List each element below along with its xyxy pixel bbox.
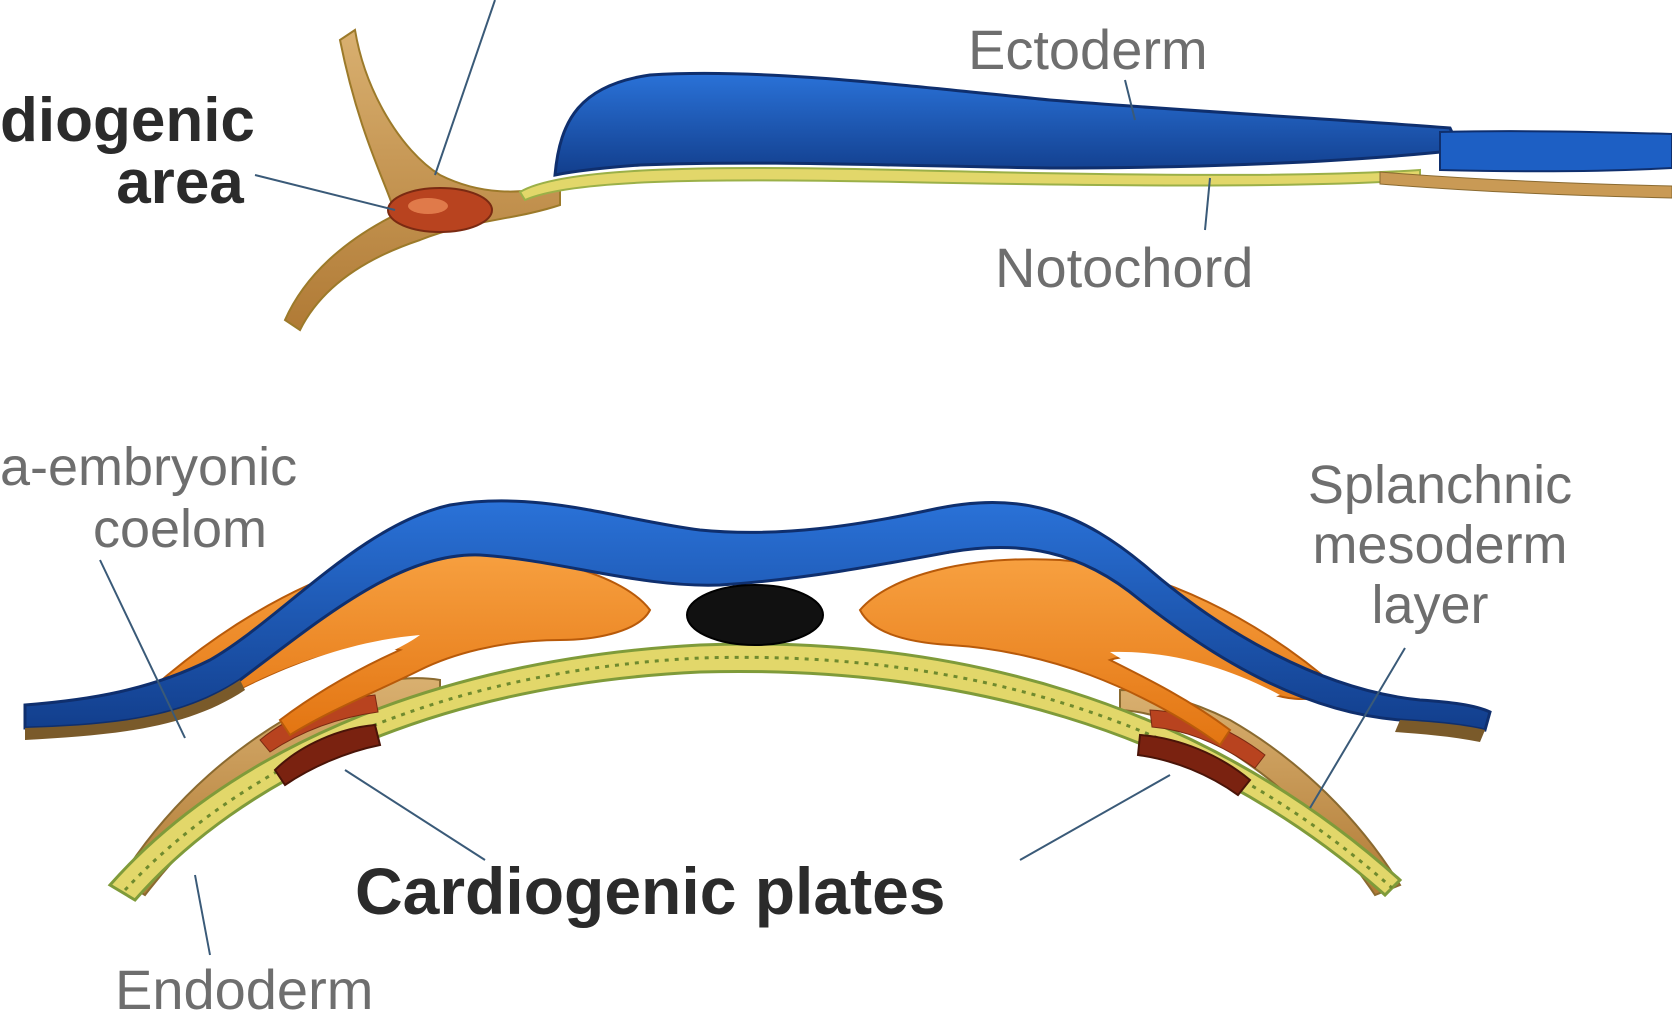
notochord-shape bbox=[687, 585, 823, 645]
top-mesoderm-tail bbox=[1380, 172, 1672, 198]
label-splanchnic-line1: Splanchnic bbox=[1220, 458, 1660, 512]
label-splanchnic-line2: mesoderm bbox=[1220, 518, 1660, 572]
top-ectoderm-tail bbox=[1440, 131, 1672, 171]
label-cardiogenic-area-line2: area bbox=[0, 152, 380, 214]
top-endoderm bbox=[520, 168, 1420, 200]
leader-endoderm bbox=[195, 875, 210, 955]
top-cardiogenic-highlight bbox=[408, 198, 448, 214]
top-ectoderm bbox=[555, 73, 1460, 175]
label-coelom-line1: a-embryonic bbox=[0, 440, 470, 494]
label-coelom-line2: coelom bbox=[0, 502, 470, 556]
leader-plates-left bbox=[345, 770, 485, 860]
label-endoderm: Endoderm bbox=[115, 962, 373, 1018]
leader-top-area-2 bbox=[435, 0, 495, 175]
leader-splanchnic bbox=[1310, 648, 1405, 808]
label-splanchnic-line3: layer bbox=[1200, 578, 1660, 632]
label-splanchnic-mesoderm: Splanchnic mesoderm layer bbox=[1220, 458, 1660, 632]
label-notochord: Notochord bbox=[995, 240, 1253, 296]
leader-plates-right bbox=[1020, 775, 1170, 860]
label-cardiogenic-area-line1: diogenic bbox=[0, 90, 380, 152]
label-cardiogenic-area: diogenic area bbox=[0, 90, 380, 214]
label-cardiogenic-plates: Cardiogenic plates bbox=[355, 858, 946, 924]
label-ectoderm: Ectoderm bbox=[968, 22, 1208, 78]
label-intra-embryonic-coelom: a-embryonic coelom bbox=[0, 440, 470, 556]
